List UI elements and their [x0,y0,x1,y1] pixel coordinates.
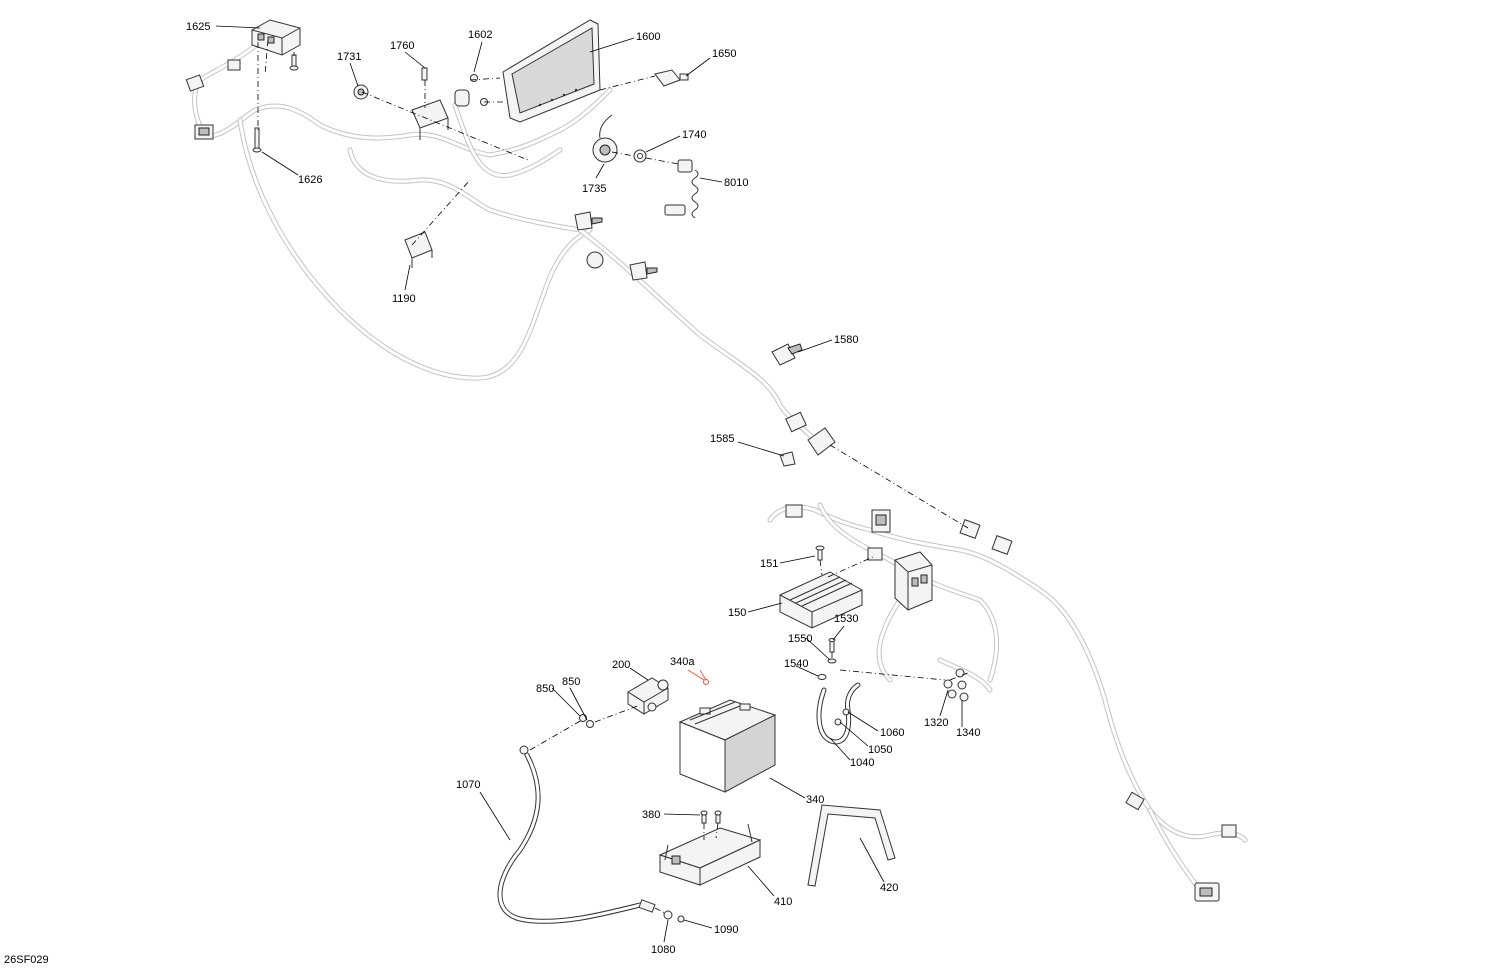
connector-pair [785,411,836,456]
clip-1580 [771,343,803,366]
connector-g [1221,824,1237,838]
callout-1190: 1190 [392,293,416,305]
control-module-1625 [251,19,301,56]
connector-a [871,509,891,533]
callout-1050: 1050 [868,744,892,756]
nut-1740 [633,149,647,163]
hold-down-strap-420 [807,804,896,887]
clip-1585 [779,451,796,467]
callout-8010: 8010 [724,177,748,189]
switch-block-1760 [411,67,470,140]
nuts-1340 [955,668,969,702]
callout-1080: 1080 [651,944,675,956]
voltage-regulator-150 [779,571,863,629]
callout-850-left: 850 [536,683,554,695]
callout-labels: 1625 1626 1731 1760 1602 1600 1650 1740 … [186,21,980,956]
ground-cable-1040 [816,682,861,745]
display-1600 [502,19,601,123]
callout-200: 200 [612,659,630,671]
connector-left-upper [185,74,205,92]
clip-upper [574,211,603,231]
nut-1080 [663,910,673,920]
callout-1040: 1040 [850,757,874,769]
callout-420: 420 [880,882,898,894]
callout-1600: 1600 [636,31,660,43]
connector-e [867,547,883,561]
callout-1585: 1585 [710,433,734,445]
leader-lines [215,25,963,943]
clip-mid [629,261,658,281]
connector-mid [586,251,604,269]
callout-1731: 1731 [337,51,361,63]
callout-1740: 1740 [682,129,706,141]
callout-1320: 1320 [924,717,948,729]
coiled-cable-8010 [664,159,699,219]
nuts-1320 [943,679,957,699]
callout-1340: 1340 [956,727,980,739]
lamp-socket-1735 [592,114,618,163]
callout-410: 410 [774,896,792,908]
connector-1190 [404,231,433,268]
connector-c [959,519,981,539]
callout-850-right: 850 [562,676,580,688]
connector-1650 [654,69,689,87]
callout-1625: 1625 [186,21,210,33]
callout-380: 380 [642,809,660,821]
callout-1626: 1626 [298,174,322,186]
nut-850 [579,714,594,728]
bolt-1530 [828,638,836,653]
terminal-1540 [817,674,827,680]
callout-1735: 1735 [582,183,606,195]
fuse-box [894,551,933,611]
callout-1070: 1070 [456,779,480,791]
callout-1650: 1650 [712,48,736,60]
assembly-lines [257,39,971,914]
screw-151 [815,545,825,561]
callout-1060: 1060 [880,727,904,739]
connector-left-lower [194,124,214,140]
callout-340: 340 [806,794,824,806]
connector-top [227,59,241,71]
screw-1626 [252,127,262,153]
callout-1580: 1580 [834,334,858,346]
vent-340a [703,679,709,685]
battery-tray-410 [658,823,762,886]
callout-1540: 1540 [784,658,808,670]
grommet-1731 [353,84,369,100]
screws-380 [700,810,722,824]
battery-340 [678,699,777,793]
solenoid-200 [627,677,669,715]
callout-1530: 1530 [834,613,858,625]
connector-b [785,504,803,518]
drawing-code: 26SF029 [4,954,49,966]
connector-h [1194,882,1220,902]
wiring-harness [192,37,1248,893]
screw-1626-upper [289,54,299,71]
callout-1550: 1550 [788,633,812,645]
callout-340a: 340a [670,656,695,668]
battery-cable-1070 [497,745,656,924]
washer-1090 [677,915,685,923]
callout-1602: 1602 [468,29,492,41]
callout-1090: 1090 [714,924,738,936]
callout-150: 150 [728,607,746,619]
callout-1760: 1760 [390,40,414,52]
callout-151: 151 [760,558,778,570]
connector-d [991,535,1013,555]
connector-f [1125,791,1145,811]
